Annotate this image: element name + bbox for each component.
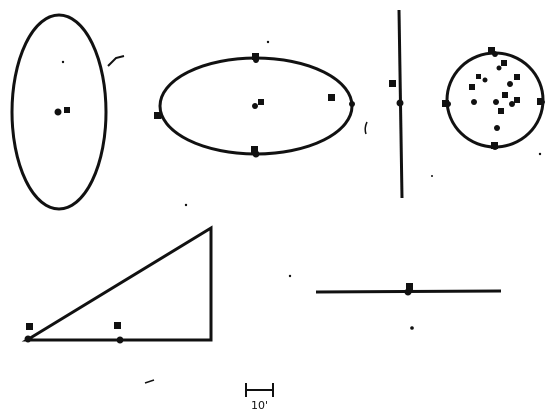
- circle-inner-dot: [507, 81, 513, 87]
- circle-inner-square: [469, 84, 475, 90]
- circle-bottom-dot: [492, 144, 498, 150]
- circle-top-square: [488, 47, 495, 54]
- wide-ellipse-right-dot: [349, 101, 355, 107]
- circle-inner-dot: [509, 101, 515, 107]
- stray-speck: [410, 326, 414, 330]
- vertical-line-dot: [396, 99, 404, 107]
- horizontal-line-group: [315, 283, 502, 296]
- circle-inner-dot: [494, 125, 500, 131]
- circle-group: [442, 47, 545, 150]
- stray-marks: [61, 40, 542, 384]
- wide-ellipse-top-square: [252, 53, 259, 60]
- stray-speck: [61, 60, 65, 64]
- scale-bar: 10': [245, 383, 274, 411]
- circle-top-dot: [492, 51, 498, 57]
- wide-ellipse-group: [154, 53, 355, 158]
- stray-speck: [431, 175, 433, 177]
- wide-ellipse-bottom-square: [251, 146, 258, 153]
- triangle-mid-square: [114, 322, 121, 329]
- tall-ellipse-center-dot: [54, 108, 62, 116]
- triangle-mid-dot: [116, 336, 124, 344]
- circle-inner-square: [501, 60, 507, 66]
- stray-speck: [184, 203, 188, 207]
- tall-ellipse: [10, 13, 108, 211]
- circle-right-dot: [539, 99, 545, 105]
- scale-bar-label: 10': [251, 399, 268, 411]
- stray-paren-mark: [364, 121, 368, 135]
- wide-ellipse-center-square: [258, 99, 264, 105]
- stray-dash-mark: [144, 379, 155, 384]
- circle-inner-square: [514, 97, 520, 103]
- circle-inner-dot: [471, 99, 477, 105]
- stray-speck: [538, 152, 542, 156]
- tall-ellipse-center-square: [64, 107, 70, 113]
- stray-speck: [288, 274, 292, 278]
- wide-ellipse-bottom-dot: [252, 150, 260, 158]
- triangle-corner-square: [26, 323, 33, 330]
- horizontal-line-dot: [404, 288, 412, 296]
- vertical-line-square: [389, 80, 396, 87]
- circle-inner-square: [502, 92, 508, 98]
- triangle-group: [21, 225, 213, 344]
- circle-inner-square: [476, 74, 481, 79]
- circle-inner-dot: [482, 77, 488, 83]
- wide-ellipse-right-square: [328, 94, 335, 101]
- circle-inner-dot: [493, 99, 499, 105]
- circle-left-dot: [445, 101, 451, 107]
- stray-tick-mark: [107, 55, 125, 67]
- tall-ellipse-group: [10, 13, 108, 211]
- circle-inner-dot: [496, 65, 502, 71]
- wide-ellipse-left-dot: [157, 113, 163, 119]
- wide-ellipse-center-dot: [252, 103, 258, 109]
- wide-ellipse-top-dot: [253, 57, 259, 63]
- circle-inner-square: [498, 108, 504, 114]
- horizontal-line-square: [406, 283, 413, 290]
- stray-speck: [266, 40, 270, 44]
- triangle-corner-dot: [24, 335, 32, 343]
- vertical-line-group: [389, 9, 404, 199]
- circle-inner-square: [514, 74, 520, 80]
